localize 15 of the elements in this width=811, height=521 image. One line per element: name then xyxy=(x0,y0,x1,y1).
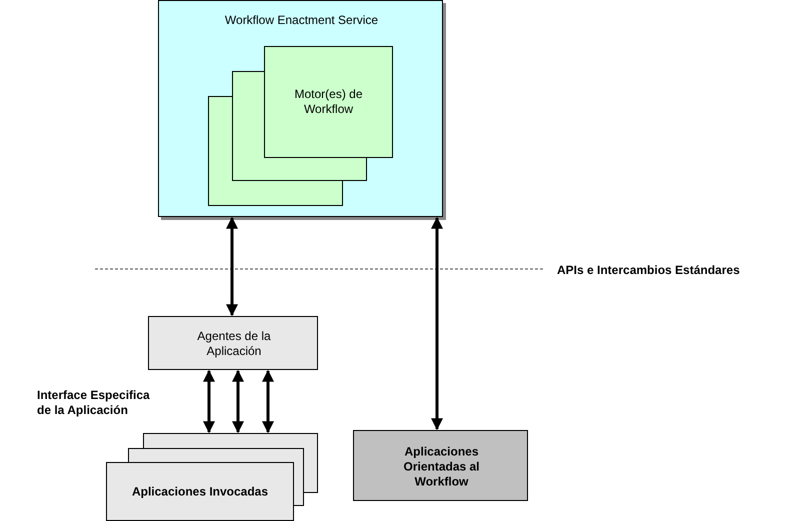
double-arrow xyxy=(431,216,443,430)
process-box xyxy=(353,430,528,501)
boundary-label: APIs e Intercambios Estándares xyxy=(557,263,740,278)
process-box xyxy=(148,316,318,370)
box-label: Agentes de la Aplicación xyxy=(196,329,272,359)
interface-label: Interface Especifica de la Aplicación xyxy=(37,388,151,418)
box-label: Motor(es) de Workflow xyxy=(293,87,364,117)
service-panel xyxy=(158,0,443,217)
double-arrow xyxy=(226,216,238,316)
box-label: Aplicaciones Orientadas al Workflow xyxy=(402,444,481,489)
double-arrow xyxy=(232,370,244,434)
box-label: Aplicaciones Invocadas xyxy=(130,484,270,499)
double-arrow xyxy=(203,370,215,434)
panel-title: Workflow Enactment Service xyxy=(224,13,380,28)
double-arrow xyxy=(262,370,274,434)
